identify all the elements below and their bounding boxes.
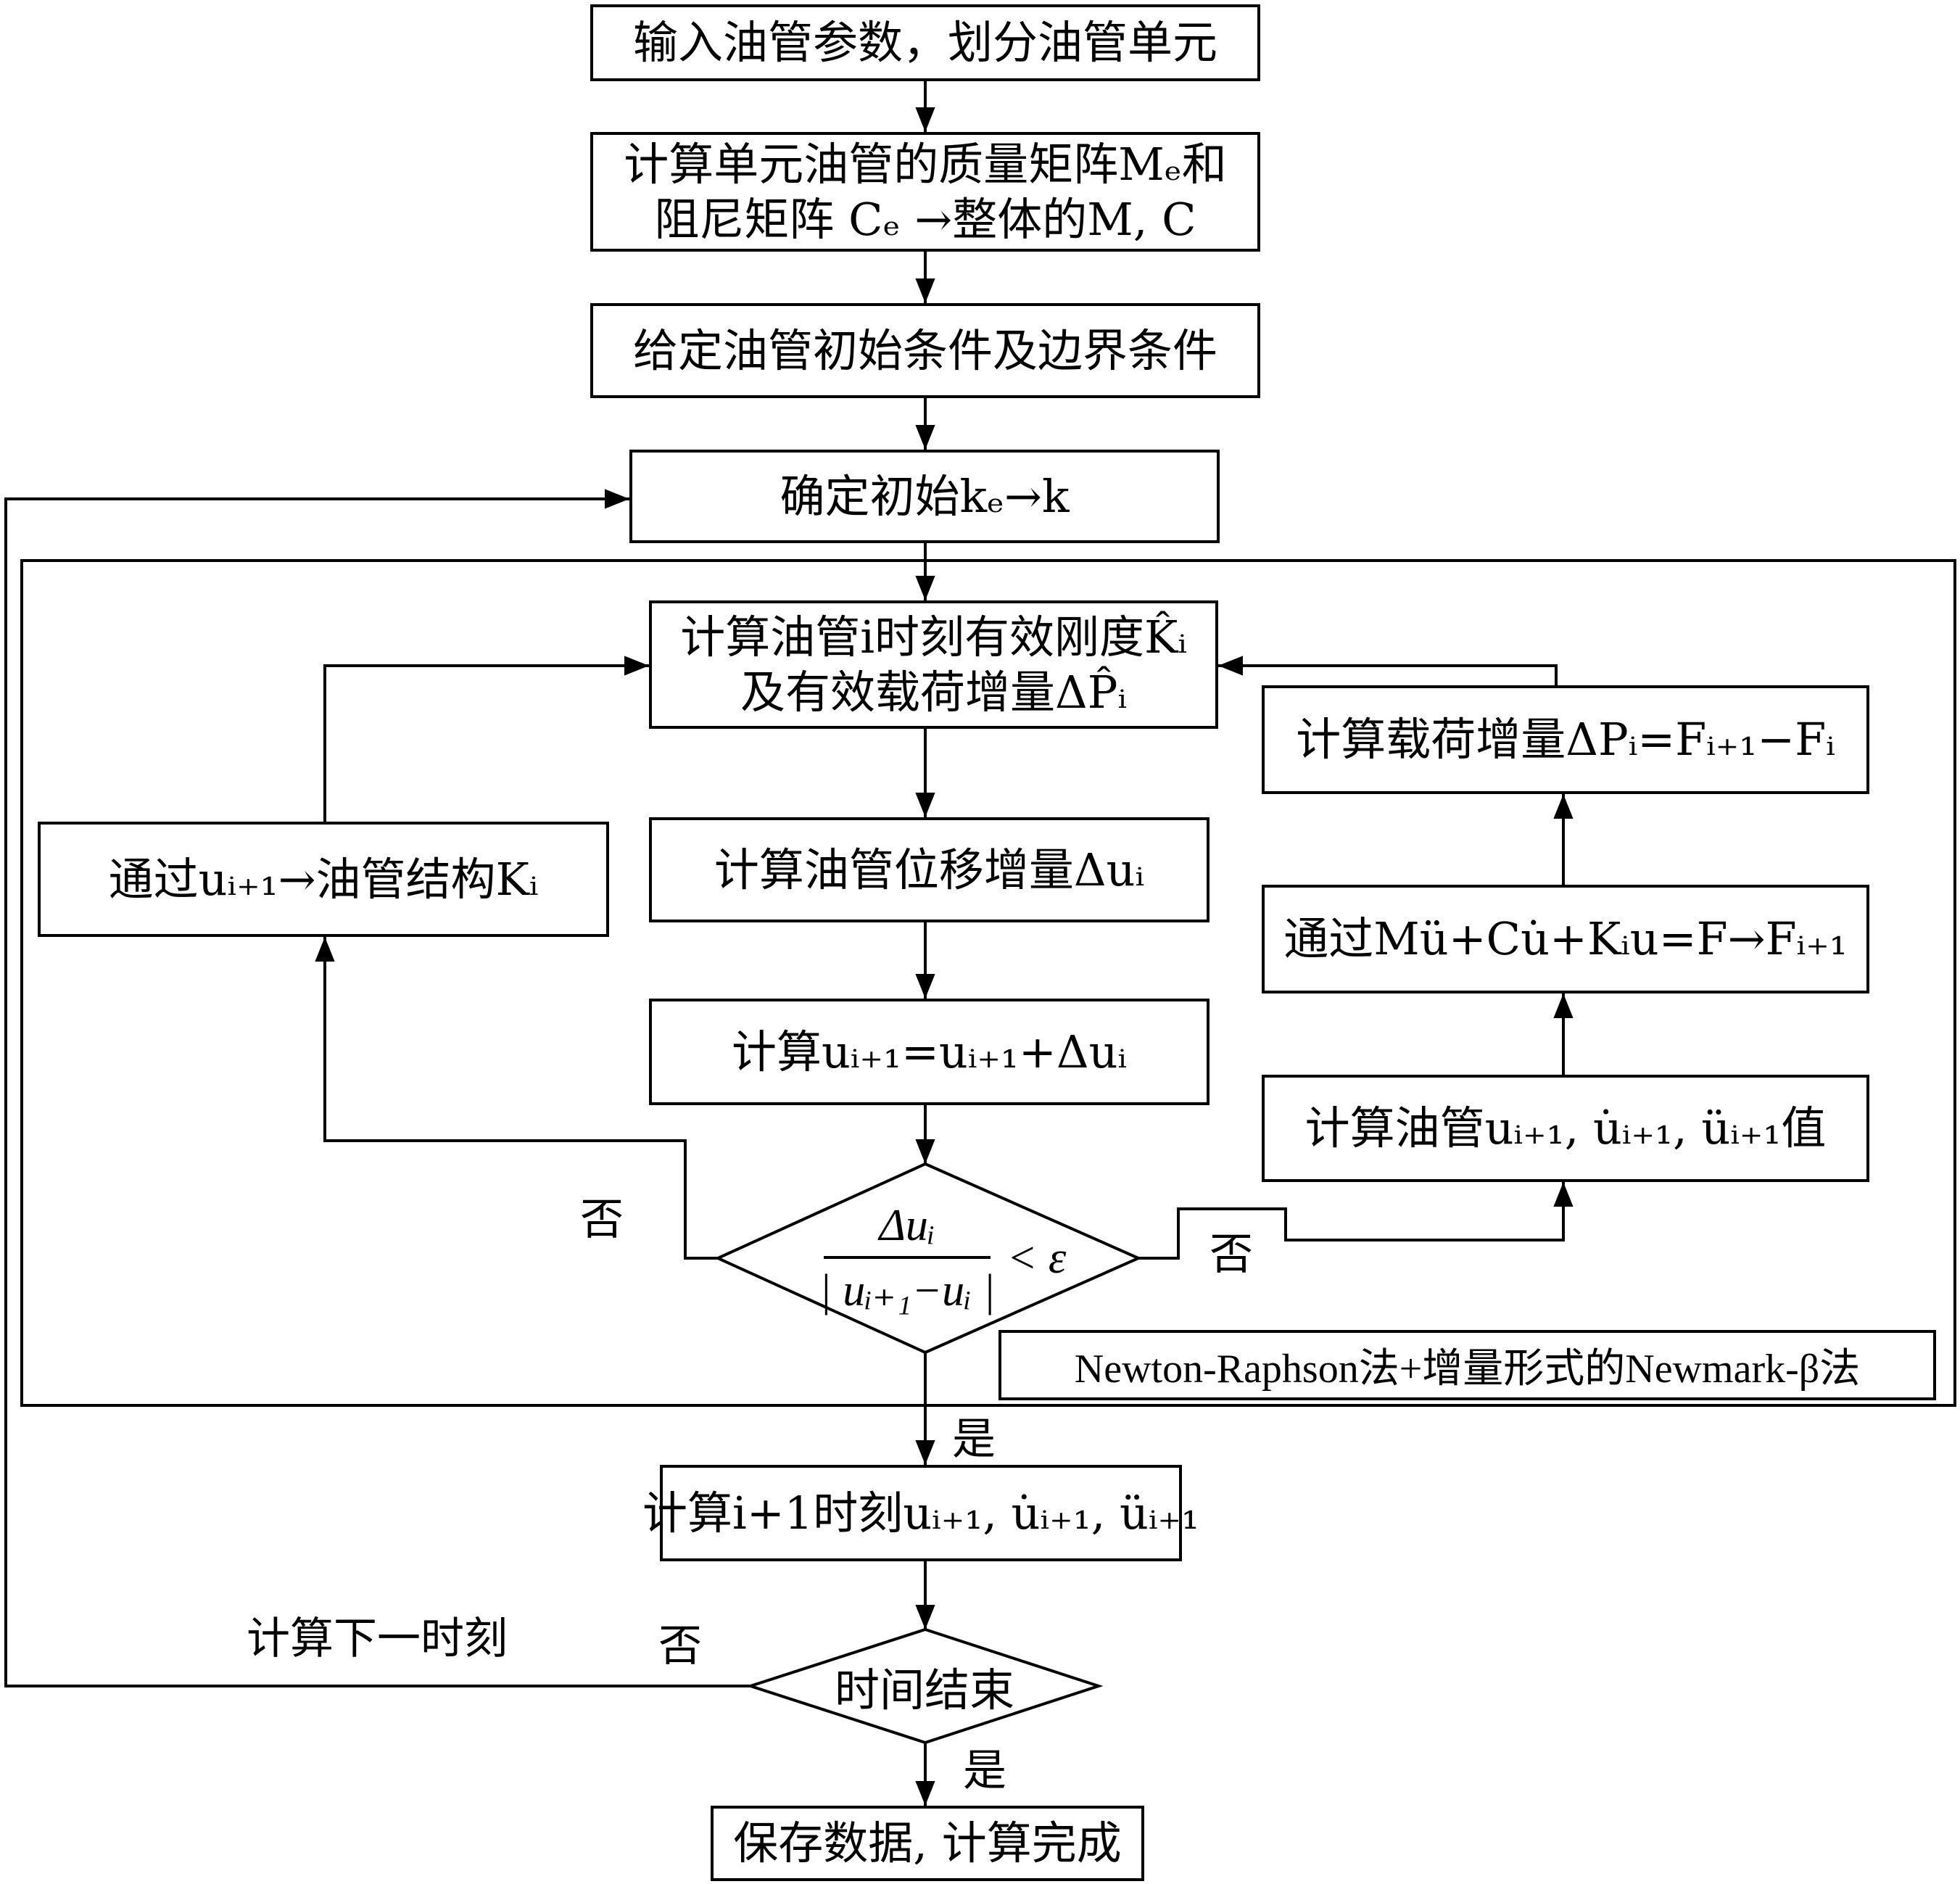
- convergence-criterion: Δuᵢ | uᵢ₊₁−uᵢ | < ε: [805, 1189, 1080, 1327]
- mass-damping-line1: 计算单元油管的质量矩阵Mₑ和: [624, 137, 1227, 191]
- next-step-box: 计算i+1时刻uᵢ₊₁, u̇ᵢ₊₁, üᵢ₊₁: [642, 1465, 1199, 1561]
- conditions-label: 给定油管初始条件及边界条件: [632, 323, 1217, 377]
- arrow-check-no-to-structure: [315, 937, 718, 1260]
- update-u-label: 计算uᵢ₊₁=uᵢ₊₁+Δuᵢ: [731, 1025, 1128, 1078]
- arrow-check-no-to-values: [1138, 1182, 1574, 1260]
- input-params-box: 输入油管参数，划分油管单元: [590, 4, 1260, 81]
- load-increment-label: 计算载荷增量ΔPᵢ=Fᵢ₊₁−Fᵢ: [1296, 713, 1835, 767]
- mass-damping-line2: 阻尼矩阵 Cₑ →整体的M, C: [654, 192, 1196, 246]
- method-note-label: Newton-Raphson法+增量形式的Newmark-β法: [1074, 1347, 1861, 1392]
- convergence-denominator: | uᵢ₊₁−uᵢ |: [819, 1265, 996, 1315]
- no-right-label: 否: [1210, 1229, 1253, 1280]
- time-end-label-wrap: 时间结束: [750, 1629, 1099, 1743]
- arrow-structure-to-effective: [323, 656, 649, 822]
- effective-stiffness-line2: 及有效载荷增量ΔP̂ᵢ: [740, 665, 1127, 719]
- method-note-box: Newton-Raphson法+增量形式的Newmark-β法: [998, 1330, 1936, 1400]
- load-increment-box: 计算载荷增量ΔPᵢ=Fᵢ₊₁−Fᵢ: [1262, 685, 1869, 794]
- mass-damping-box: 计算单元油管的质量矩阵Mₑ和 阻尼矩阵 Cₑ →整体的M, C: [590, 132, 1260, 252]
- compute-values-label: 计算油管uᵢ₊₁, u̇ᵢ₊₁, üᵢ₊₁值: [1304, 1102, 1827, 1155]
- arrow-time-no-to-initk: [4, 489, 750, 1687]
- convergence-numerator: Δuᵢ: [879, 1200, 935, 1250]
- no-left-label: 否: [580, 1194, 624, 1245]
- yes-time-label: 是: [963, 1745, 1006, 1796]
- time-end-label: 时间结束: [834, 1664, 1014, 1716]
- displacement-increment-label: 计算油管位移增量Δuᵢ: [714, 843, 1145, 896]
- finish-box: 保存数据, 计算完成: [711, 1806, 1144, 1881]
- no-time-label: 否: [658, 1621, 702, 1672]
- update-u-box: 计算uᵢ₊₁=uᵢ₊₁+Δuᵢ: [649, 999, 1210, 1105]
- structure-k-label: 通过uᵢ₊₁→油管结构Kᵢ: [108, 852, 539, 906]
- fraction-bar: [824, 1255, 991, 1259]
- time-end-diamond: [745, 1627, 1104, 1745]
- arrow-load-to-effective: [1218, 656, 1558, 685]
- init-k-label: 确定初始kₑ→k: [780, 469, 1070, 523]
- next-moment-label: 计算下一时刻: [247, 1614, 508, 1664]
- equation-box: 通过Mü+Cu̇+Kᵢu=F→Fᵢ₊₁: [1262, 885, 1869, 993]
- conditions-box: 给定油管初始条件及边界条件: [590, 303, 1260, 398]
- yes-convergence-label: 是: [952, 1414, 996, 1465]
- compute-values-box: 计算油管uᵢ₊₁, u̇ᵢ₊₁, üᵢ₊₁值: [1262, 1075, 1869, 1182]
- displacement-increment-box: 计算油管位移增量Δuᵢ: [649, 817, 1210, 922]
- input-params-label: 输入油管参数，划分油管单元: [632, 16, 1217, 70]
- effective-stiffness-box: 计算油管i时刻有效刚度K̂ᵢ 及有效载荷增量ΔP̂ᵢ: [649, 600, 1218, 729]
- equation-label: 通过Mü+Cu̇+Kᵢu=F→Fᵢ₊₁: [1283, 912, 1848, 966]
- finish-label: 保存数据, 计算完成: [733, 1817, 1122, 1870]
- structure-k-box: 通过uᵢ₊₁→油管结构Kᵢ: [38, 822, 609, 937]
- init-k-box: 确定初始kₑ→k: [629, 450, 1220, 543]
- next-step-label: 计算i+1时刻uᵢ₊₁, u̇ᵢ₊₁, üᵢ₊₁: [642, 1486, 1200, 1540]
- convergence-relation: < ε: [1006, 1233, 1067, 1283]
- effective-stiffness-line1: 计算油管i时刻有效刚度K̂ᵢ: [680, 610, 1187, 664]
- iteration-frame: [20, 559, 1956, 1407]
